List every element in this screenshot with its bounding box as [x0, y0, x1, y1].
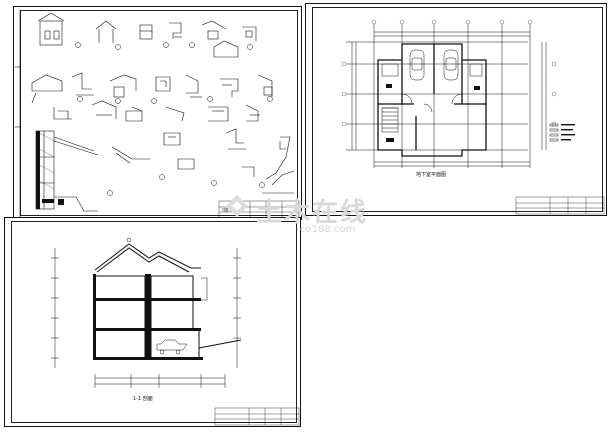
- floorplan-drawing: 地下室平面图: [341, 19, 605, 215]
- watermark-logo: [226, 195, 248, 217]
- floorplan-sheet: 地下室平面图: [305, 3, 607, 216]
- watermark-text: 土木在线: [256, 198, 369, 228]
- watermark-url: co188.com: [300, 224, 356, 235]
- section-sheet-frame: [11, 221, 297, 423]
- floorplan-sheet-frame: [312, 7, 603, 212]
- section-title: 1-1 剖面: [133, 395, 153, 402]
- detail-drawings: 详图-1: [15, 10, 300, 219]
- detail-sheet-frame: [20, 10, 298, 216]
- section-drawing: 1-1 剖面: [51, 237, 300, 426]
- floorplan-title: 地下室平面图: [416, 171, 446, 178]
- detail-title-block-name: 详图-1: [222, 207, 232, 212]
- section-sheet: 1-1 剖面: [4, 217, 301, 427]
- detail-sheet: 详图-1: [13, 6, 302, 220]
